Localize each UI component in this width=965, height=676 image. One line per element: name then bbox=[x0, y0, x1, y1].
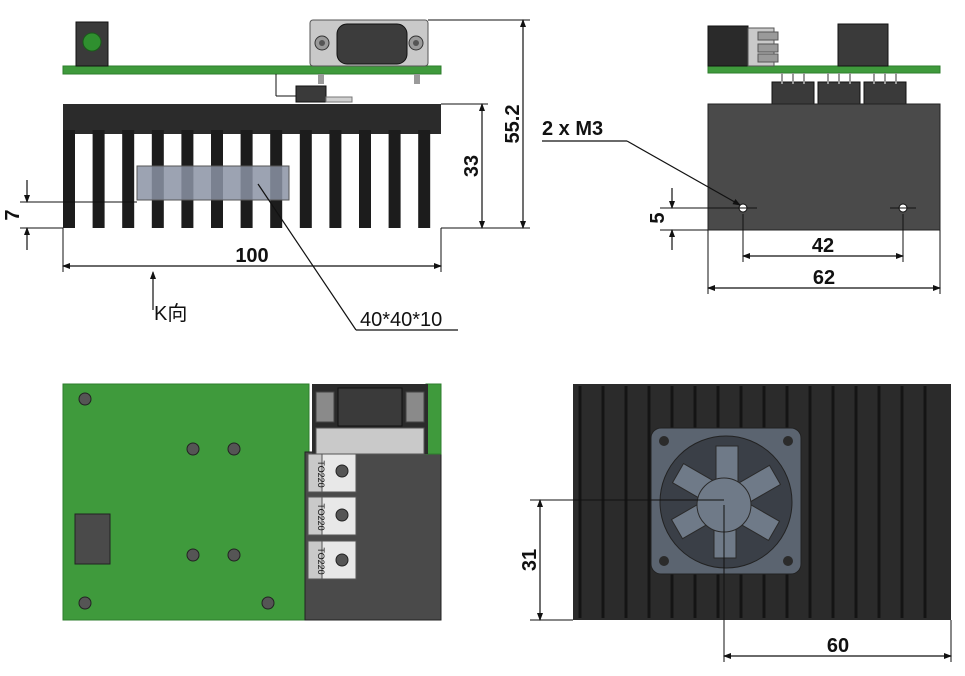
fan-screw-hole bbox=[783, 556, 793, 566]
to220-label: TO220 bbox=[316, 503, 326, 530]
to220-label: TO220 bbox=[316, 460, 326, 487]
front-view: 55.2 33 7 100 40*40*10 K向 bbox=[2, 19, 530, 331]
dim-width: 100 bbox=[235, 245, 268, 267]
dim-height-total: 55.2 bbox=[502, 105, 524, 144]
fan-screw-hole bbox=[659, 436, 669, 446]
pcb-hole bbox=[261, 596, 275, 610]
heatsink-fin bbox=[329, 130, 342, 228]
heatsink-fin bbox=[418, 130, 431, 228]
to220-part: TO220 bbox=[307, 496, 357, 536]
heatsink-fin bbox=[388, 130, 401, 228]
dim-hole-height: 5 bbox=[647, 212, 669, 223]
to220-part: TO220 bbox=[307, 540, 357, 580]
side-pcb-board bbox=[707, 65, 941, 74]
bottom-right-strip bbox=[425, 383, 442, 455]
side-to220-1 bbox=[771, 81, 815, 105]
front-fan-outline bbox=[136, 165, 290, 201]
bottom-vga-connector bbox=[312, 384, 428, 455]
to220-part: TO220 bbox=[307, 453, 357, 493]
front-heatsink-base bbox=[63, 104, 441, 134]
fan-screw-hole bbox=[783, 436, 793, 446]
front-pcb-board bbox=[62, 65, 442, 75]
vga-connector bbox=[309, 19, 429, 84]
view-arrow-label: K向 bbox=[154, 302, 187, 325]
dim-side-width: 62 bbox=[813, 267, 835, 289]
side-dc-jack bbox=[837, 23, 889, 67]
heatsink-fin bbox=[63, 130, 75, 228]
side-connector bbox=[707, 25, 779, 67]
side-to220-2 bbox=[817, 81, 861, 105]
dim-fan-offset: 60 bbox=[827, 635, 849, 657]
dim-heatsink-height: 33 bbox=[461, 155, 483, 177]
pcb-hole bbox=[186, 442, 200, 456]
side-view: 2 x M3 5 42 62 bbox=[542, 23, 941, 294]
callout-component: 40*40*10 bbox=[360, 309, 442, 331]
dim-fan-height: 31 bbox=[519, 549, 541, 571]
pcb-hole bbox=[78, 392, 92, 406]
bottom-pcb bbox=[62, 383, 310, 621]
heatsink-fin bbox=[359, 130, 371, 228]
to220-label: TO220 bbox=[316, 547, 326, 574]
pcb-hole bbox=[227, 442, 241, 456]
pcb-hole bbox=[186, 548, 200, 562]
front-heatsink-fins bbox=[63, 130, 431, 228]
dim-offset: 7 bbox=[2, 209, 24, 220]
fan-screw-hole bbox=[659, 556, 669, 566]
heatsink-fin bbox=[92, 130, 105, 228]
dim-hole-spacing: 42 bbox=[812, 235, 834, 257]
pcb-hole bbox=[78, 596, 92, 610]
front-small-component bbox=[295, 85, 327, 103]
pcb-hole bbox=[227, 548, 241, 562]
bottom-view: TO220 TO220 TO220 bbox=[62, 383, 442, 621]
dc-jack-lens bbox=[82, 32, 102, 52]
fan-view: 31 60 bbox=[519, 384, 952, 662]
pcb-chip bbox=[74, 513, 111, 565]
callout-holes: 2 x M3 bbox=[542, 118, 603, 140]
heatsink-fin bbox=[299, 130, 312, 228]
side-to220-3 bbox=[863, 81, 907, 105]
heatsink-fin bbox=[122, 130, 135, 228]
